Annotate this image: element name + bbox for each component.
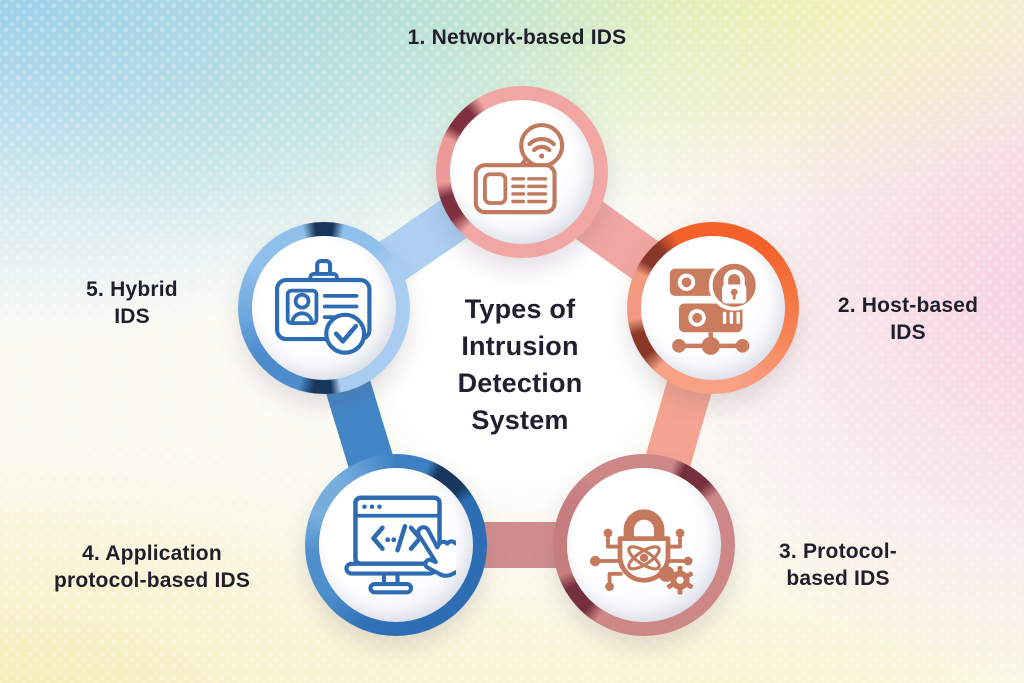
diagram-title: Types of Intrusion Detection System xyxy=(400,291,640,439)
label-line: based IDS xyxy=(786,567,890,590)
title-line: Detection xyxy=(457,368,583,398)
title-line: Types of xyxy=(464,294,576,324)
server-lock-icon xyxy=(669,259,760,355)
label-network-based-ids: 1. Network-based IDS xyxy=(317,24,717,51)
label-line: 2. Host-based xyxy=(837,294,979,317)
node-protocol-based-ids xyxy=(553,454,735,636)
label-line: 5. Hybrid xyxy=(86,278,178,301)
label-line: IDS xyxy=(890,321,926,344)
label-line: 4. Application xyxy=(82,542,222,565)
label-protocol-based-ids: 3. Protocol- based IDS xyxy=(738,538,938,592)
label-line: 1. Network-based IDS xyxy=(407,26,627,49)
node-network-based-ids xyxy=(436,86,608,258)
label-host-based-ids: 2. Host-based IDS xyxy=(808,292,1008,346)
label-application-protocol-based-ids: 4. Application protocol-based IDS xyxy=(32,540,272,594)
label-line: IDS xyxy=(114,305,150,328)
node-hybrid-ids xyxy=(238,222,410,394)
title-line: Intrusion xyxy=(461,331,579,361)
monitor-code-hand-icon xyxy=(344,495,457,595)
node-application-protocol-based-ids xyxy=(305,454,487,636)
title-line: System xyxy=(471,405,569,435)
padlock-atom-gear-icon xyxy=(589,509,694,595)
label-line: protocol-based IDS xyxy=(53,569,251,592)
node-host-based-ids xyxy=(627,222,799,394)
label-line: 3. Protocol- xyxy=(779,540,897,563)
label-hybrid-ids: 5. Hybrid IDS xyxy=(52,276,212,330)
id-card-check-icon xyxy=(274,258,372,355)
network-device-wifi-icon xyxy=(473,122,565,215)
